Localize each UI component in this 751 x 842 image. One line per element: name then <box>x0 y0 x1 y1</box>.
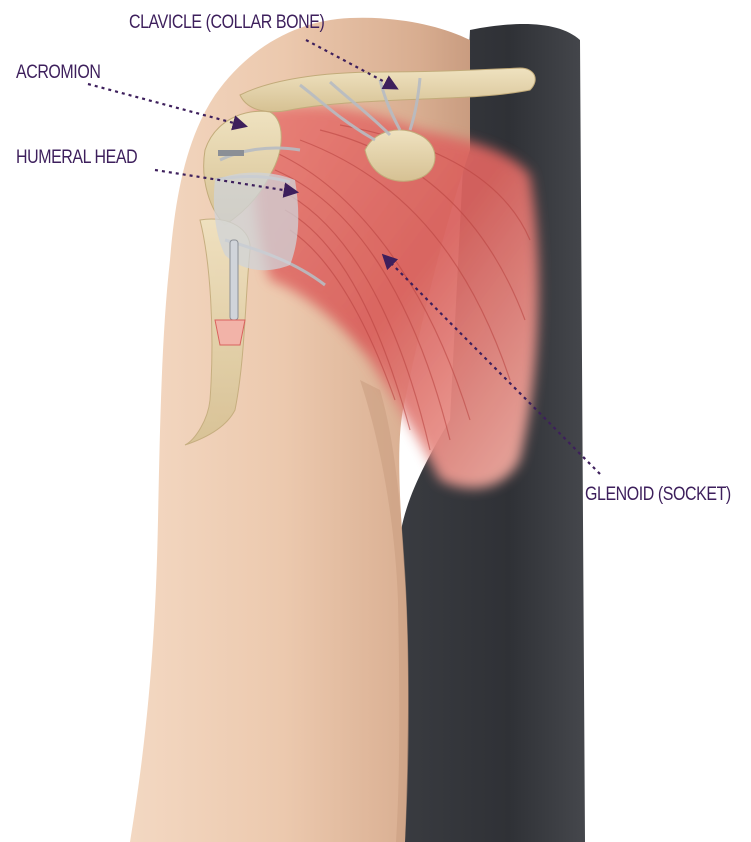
humeral-head-label: HUMERAL HEAD <box>16 147 137 169</box>
clavicle-label: CLAVICLE (COLLAR BONE) <box>129 12 324 34</box>
tendon-band <box>214 173 298 271</box>
acromion-label: ACROMION <box>16 62 100 84</box>
glenoid-label: GLENOID (SOCKET) <box>585 484 731 506</box>
